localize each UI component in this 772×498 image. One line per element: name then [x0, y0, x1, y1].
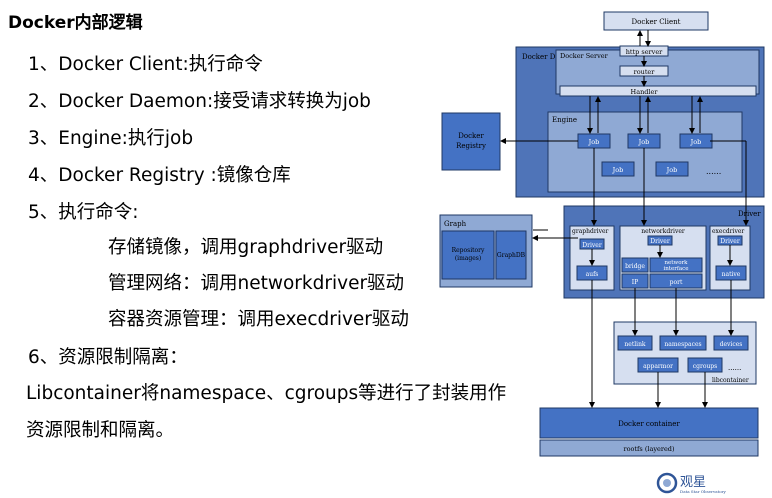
libcontainer-label: libcontainer — [712, 377, 749, 384]
job-label: Job — [612, 166, 624, 174]
bridge-label: bridge — [625, 263, 645, 270]
docker-container-label: Docker container — [618, 420, 680, 428]
driver-small-label: Driver — [720, 238, 740, 245]
graph-label: Graph — [444, 220, 467, 228]
engine-label: Engine — [552, 116, 577, 124]
namespaces-label: namespaces — [664, 341, 701, 348]
repository-label: Repository(images) — [452, 247, 485, 262]
port-label: port — [670, 279, 683, 286]
list-item: 容器资源管理：调用execdriver驱动 — [108, 309, 409, 330]
list-item: 1、Docker Client:执行命令 — [28, 54, 263, 75]
graphdb-label: GraphDB — [497, 252, 526, 259]
list-item: Libcontainer将namespace、cgroups等进行了封装用作 — [26, 383, 507, 404]
netlink-label: netlink — [624, 341, 646, 348]
docker-client-label: Docker Client — [632, 18, 681, 26]
driver-small-label: Driver — [650, 238, 670, 245]
ip-label: IP — [632, 279, 638, 286]
logo-icon: 观星 Data Star Observatory — [656, 472, 727, 494]
list-item: 资源限制和隔离。 — [26, 420, 175, 441]
devices-label: devices — [720, 341, 743, 348]
logo-text: 观星 — [680, 475, 706, 490]
job-label: Job — [638, 138, 650, 146]
job-label: Job — [588, 138, 600, 146]
list-item: 4、Docker Registry :镜像仓库 — [28, 165, 291, 186]
list-item: 3、Engine:执行job — [28, 128, 194, 149]
docker-daemon-label: Docker Daemon — [522, 53, 579, 61]
ellipsis-label: ...... — [728, 364, 741, 372]
list-item: 2、Docker Daemon:接受请求转换为job — [28, 91, 371, 112]
router-label: router — [634, 68, 656, 76]
graphdriver-label: graphdriver — [572, 228, 609, 235]
aufs-label: aufs — [586, 271, 599, 278]
rootfs-label: rootfs (layered) — [623, 445, 674, 453]
http-server-label: http server — [626, 48, 663, 56]
brand-logo: 观星 Data Star Observatory — [656, 472, 766, 494]
list-item: 存储镜像，调用graphdriver驱动 — [108, 237, 384, 258]
native-label: native — [722, 271, 741, 278]
ellipsis-label: ...... — [706, 167, 721, 176]
execdriver-label: execdriver — [712, 228, 744, 235]
driver-small-label: Driver — [582, 242, 602, 249]
handler-label: Handler — [631, 88, 659, 96]
networkdriver-label: networkdriver — [641, 228, 685, 235]
list-item: 6、资源限制隔离： — [28, 347, 188, 368]
logo-subtext: Data Star Observatory — [680, 489, 727, 494]
list-item: 5、执行命令: — [28, 202, 139, 223]
apparmor-label: apparmor — [643, 363, 673, 370]
docker-server-label: Docker Server — [560, 52, 609, 60]
page-title: Docker内部逻辑 — [8, 13, 143, 33]
driver-label: Driver — [738, 210, 761, 218]
job-label: Job — [690, 138, 702, 146]
job-label: Job — [666, 166, 678, 174]
cgroups-label: cgroups — [693, 363, 717, 370]
list-item: 管理网络：调用networkdriver驱动 — [108, 273, 405, 294]
